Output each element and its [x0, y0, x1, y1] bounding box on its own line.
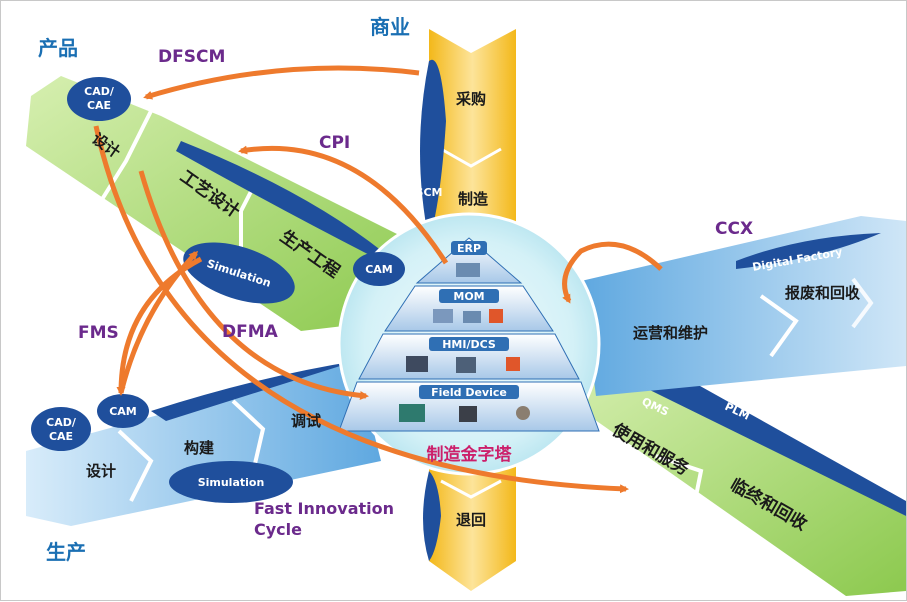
dfma-arrow: [138, 170, 369, 400]
dfma-label: DFMA: [222, 322, 279, 342]
fast-innovation-label-1: Fast Innovation: [254, 499, 394, 518]
band-separator: [440, 147, 502, 168]
product-cad-label: CAD/: [84, 85, 115, 98]
hmi-screen-icon: [406, 356, 428, 372]
business-stage-purchase: 采购: [455, 90, 486, 108]
pyramid-level-field-device: Field Device: [431, 386, 507, 399]
product-axis-label: 产品: [38, 36, 78, 60]
process-oval: [176, 141, 411, 276]
mom-panel-icon: [463, 311, 481, 323]
mom-tag: [439, 289, 499, 303]
drive-icon: [459, 406, 477, 422]
fast-innovation-label-2: Cycle: [254, 520, 302, 539]
production-cad-cae-oval: [31, 407, 91, 451]
flow-arrows: [93, 65, 663, 494]
scm-oval: [420, 59, 446, 241]
product-cae-label: CAE: [87, 99, 111, 112]
production-cae-label: CAE: [49, 430, 73, 443]
dfscm-label: DFSCM: [158, 47, 225, 67]
chevron-right-icon[interactable]: [851, 277, 874, 329]
production-stage-debug: 调试: [291, 412, 321, 430]
business-stage-manufacture: 制造: [458, 190, 488, 208]
pyramid-level-hmi: HMI/DCS: [442, 338, 496, 351]
business-stage-return: 退回: [456, 511, 486, 529]
digital-factory-oval: [736, 233, 881, 269]
erp-tag: [451, 241, 487, 255]
field-device-tag: [419, 385, 519, 399]
product-cam-label: CAM: [365, 263, 393, 276]
service-stage-operation: 运营和维护: [633, 324, 708, 342]
fms-return-arrow: [118, 250, 199, 394]
product-cam-oval: [353, 252, 405, 286]
production-stage-build: 构建: [184, 439, 215, 457]
pyramid-level-erp: ERP: [457, 242, 481, 255]
product-band: [26, 76, 421, 331]
sensor-icon: [516, 406, 530, 420]
erp-device-icon: [456, 263, 480, 277]
production-cam-label: CAM: [109, 405, 137, 418]
cpi-label: CPI: [319, 133, 350, 153]
production-simulation-label: Simulation: [198, 476, 265, 489]
band-separator: [655, 454, 704, 522]
scm-label: SCM: [416, 186, 443, 199]
service-band-lower: [561, 353, 906, 596]
pyramid-level-mom: MOM: [453, 290, 484, 303]
hmi-box-icon: [506, 357, 520, 371]
production-cam-oval: [97, 394, 149, 428]
business-axis-label: 商业: [370, 15, 410, 39]
ccx-label: CCX: [715, 219, 753, 239]
hmi-tag: [429, 337, 509, 351]
mom-box-icon: [489, 309, 503, 323]
hmi-panel-icon: [456, 357, 476, 373]
production-simulation-oval: [169, 461, 293, 503]
cam-tail: [151, 361, 356, 421]
band-separator: [440, 479, 502, 499]
service-band-upper: [581, 216, 906, 396]
fms-label: FMS: [78, 323, 119, 343]
return-oval: [423, 471, 441, 561]
cpi-arrow: [238, 145, 449, 265]
ccx-arrow: [562, 241, 663, 304]
product-cad-cae-oval: [67, 77, 131, 121]
dfscm-arrow: [143, 65, 420, 100]
production-stage-design: 设计: [86, 462, 116, 480]
band-separator: [117, 429, 154, 502]
mom-monitor-icon: [433, 309, 453, 323]
production-cad-label: CAD/: [46, 416, 77, 429]
chevron-left-icon[interactable]: [36, 277, 59, 329]
plc-icon: [399, 404, 425, 422]
band-separator: [759, 294, 799, 358]
product-simulation-oval: [183, 242, 295, 304]
fast-innovation-arrow: [93, 125, 629, 494]
pyramid-title: 制造金字塔: [427, 444, 513, 465]
service-stage-scrap: 报废和回收: [785, 284, 860, 302]
manufacturing-pyramid: [338, 237, 600, 432]
band-separator: [99, 110, 153, 203]
plm-oval: [601, 353, 906, 516]
production-axis-label: 生产: [46, 540, 86, 564]
